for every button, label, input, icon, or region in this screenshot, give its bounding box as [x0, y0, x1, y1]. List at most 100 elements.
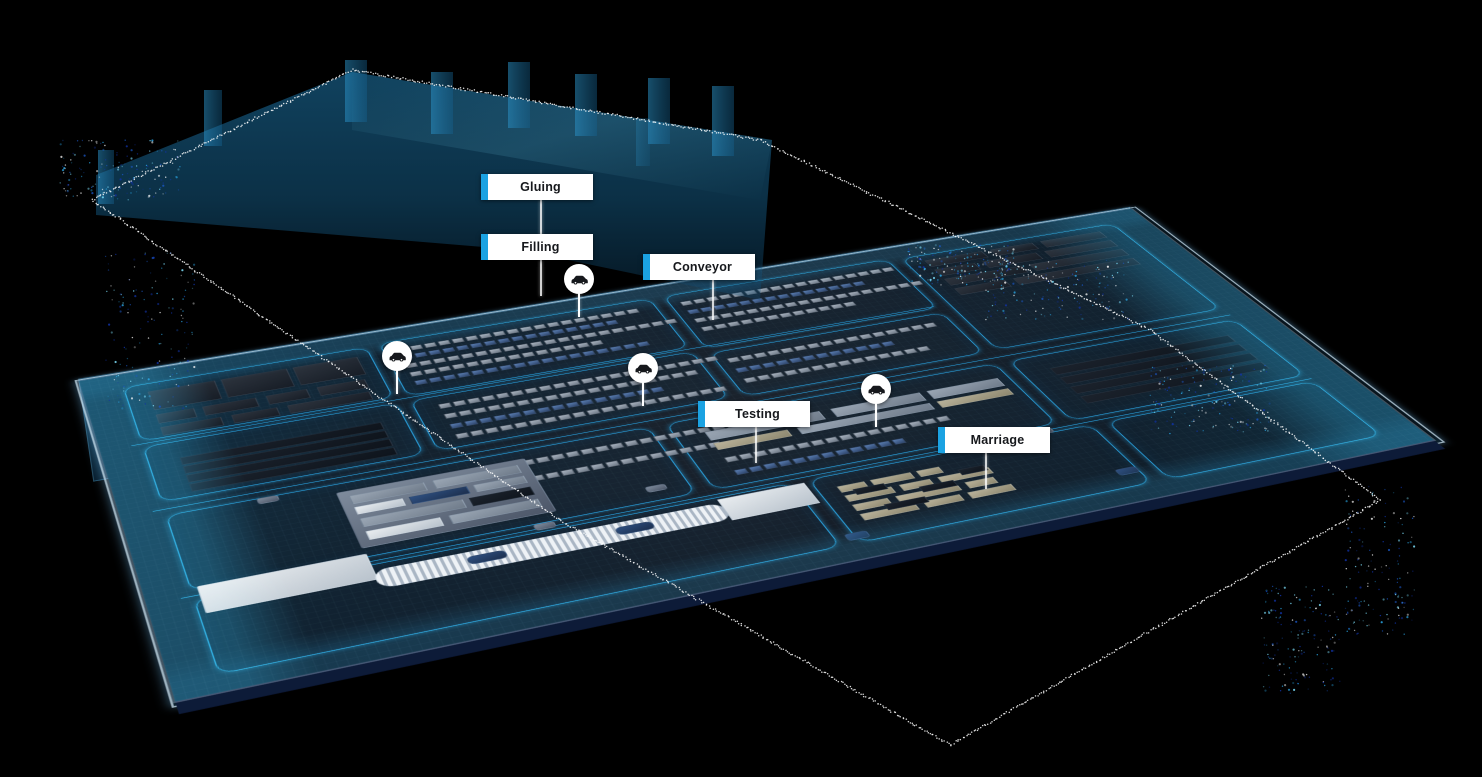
machine-row	[409, 340, 603, 377]
label-accent-bar	[481, 174, 488, 200]
pin-stem	[642, 380, 644, 406]
vehicle	[644, 483, 668, 492]
label-text: Gluing	[488, 174, 593, 200]
label-filling[interactable]: Filling	[481, 234, 593, 260]
machine-row	[396, 308, 640, 352]
pallet-dark	[853, 483, 889, 495]
vehicle	[533, 521, 557, 531]
equipment-block	[221, 369, 295, 398]
equipment-block	[924, 251, 988, 267]
zone-filling	[710, 313, 984, 397]
zone-shipping	[1107, 381, 1382, 479]
label-accent-bar	[643, 254, 650, 280]
label-conveyor[interactable]: Conveyor	[643, 254, 755, 280]
machine-row	[726, 322, 937, 362]
pallet	[899, 479, 935, 491]
testing-module	[349, 482, 428, 504]
pallet	[852, 498, 893, 511]
machine-row	[687, 281, 866, 314]
pin-car-4[interactable]	[861, 374, 891, 404]
pin-car-1[interactable]	[382, 341, 412, 371]
equipment-block	[1013, 258, 1141, 285]
pallet	[964, 477, 998, 489]
tunnel-conveyor	[372, 502, 734, 589]
testing-module	[469, 487, 535, 507]
marriage-machine	[936, 388, 1014, 408]
pallet	[870, 472, 916, 486]
pin-car-2[interactable]	[564, 264, 594, 294]
pin-car-3[interactable]	[628, 353, 658, 383]
testing-module	[365, 517, 444, 540]
pallet	[916, 467, 944, 477]
label-marriage[interactable]: Marriage	[938, 427, 1050, 453]
equipment-block	[148, 380, 223, 410]
zone-final-line	[194, 483, 842, 674]
pin-stem	[578, 291, 580, 317]
equipment-block	[944, 266, 1029, 286]
label-accent-bar	[938, 427, 945, 453]
label-gluing[interactable]: Gluing	[481, 174, 593, 200]
zone-storage-s	[1009, 320, 1306, 421]
rack-block	[1080, 362, 1270, 404]
pallet-dark	[957, 465, 988, 476]
equipment-block	[934, 263, 981, 276]
vehicle	[1114, 466, 1140, 476]
machine-row	[735, 341, 895, 373]
testing-module	[448, 499, 542, 524]
equipment-block	[990, 243, 1040, 256]
equipment-block	[292, 357, 366, 386]
final-line-building	[197, 554, 379, 614]
pallet	[860, 503, 920, 520]
rack-block	[1060, 344, 1247, 384]
pin-head	[564, 264, 594, 294]
machine-row	[694, 281, 924, 323]
pallet	[967, 484, 1017, 499]
equipment-block	[982, 253, 1043, 268]
vehicle	[844, 530, 871, 541]
machine-row	[414, 341, 650, 385]
pallet	[895, 484, 962, 502]
zone-storage-n	[901, 224, 1220, 350]
pin-stem	[875, 401, 877, 427]
pallet	[922, 494, 964, 508]
pallet-dark	[884, 496, 930, 510]
tunnel-marker	[466, 550, 509, 565]
pallet	[937, 467, 994, 483]
vehicle	[256, 495, 280, 505]
testing-module	[359, 499, 467, 527]
label-testing[interactable]: Testing	[698, 401, 810, 427]
machine-row	[400, 320, 619, 360]
pin-head	[861, 374, 891, 404]
car-icon	[867, 384, 886, 395]
rack-block	[1050, 335, 1236, 375]
equipment-block	[1029, 249, 1129, 271]
machine-row	[438, 356, 718, 409]
pin-head	[628, 353, 658, 383]
equipment-block	[1040, 231, 1108, 247]
car-icon	[634, 363, 653, 374]
label-text: Marriage	[945, 427, 1050, 453]
marriage-machine	[713, 430, 793, 450]
label-accent-bar	[698, 401, 705, 427]
pallet	[844, 486, 896, 501]
tunnel-marker	[614, 521, 656, 536]
equipment-block	[317, 379, 370, 396]
label-accent-bar	[481, 234, 488, 260]
car-icon	[570, 274, 589, 285]
equipment-block	[1044, 240, 1118, 257]
machine-row	[701, 301, 857, 331]
marriage-machine	[926, 378, 1005, 399]
equipment-block	[954, 280, 1012, 295]
label-text: Conveyor	[650, 254, 755, 280]
pallet	[837, 481, 869, 492]
equipment-block	[266, 389, 311, 405]
pin-stem	[396, 368, 398, 394]
marriage-machine	[797, 403, 936, 434]
rack-block	[1070, 353, 1259, 394]
machine-row	[743, 346, 931, 383]
pin-head	[382, 341, 412, 371]
car-icon	[388, 351, 407, 362]
label-text: Testing	[705, 401, 810, 427]
